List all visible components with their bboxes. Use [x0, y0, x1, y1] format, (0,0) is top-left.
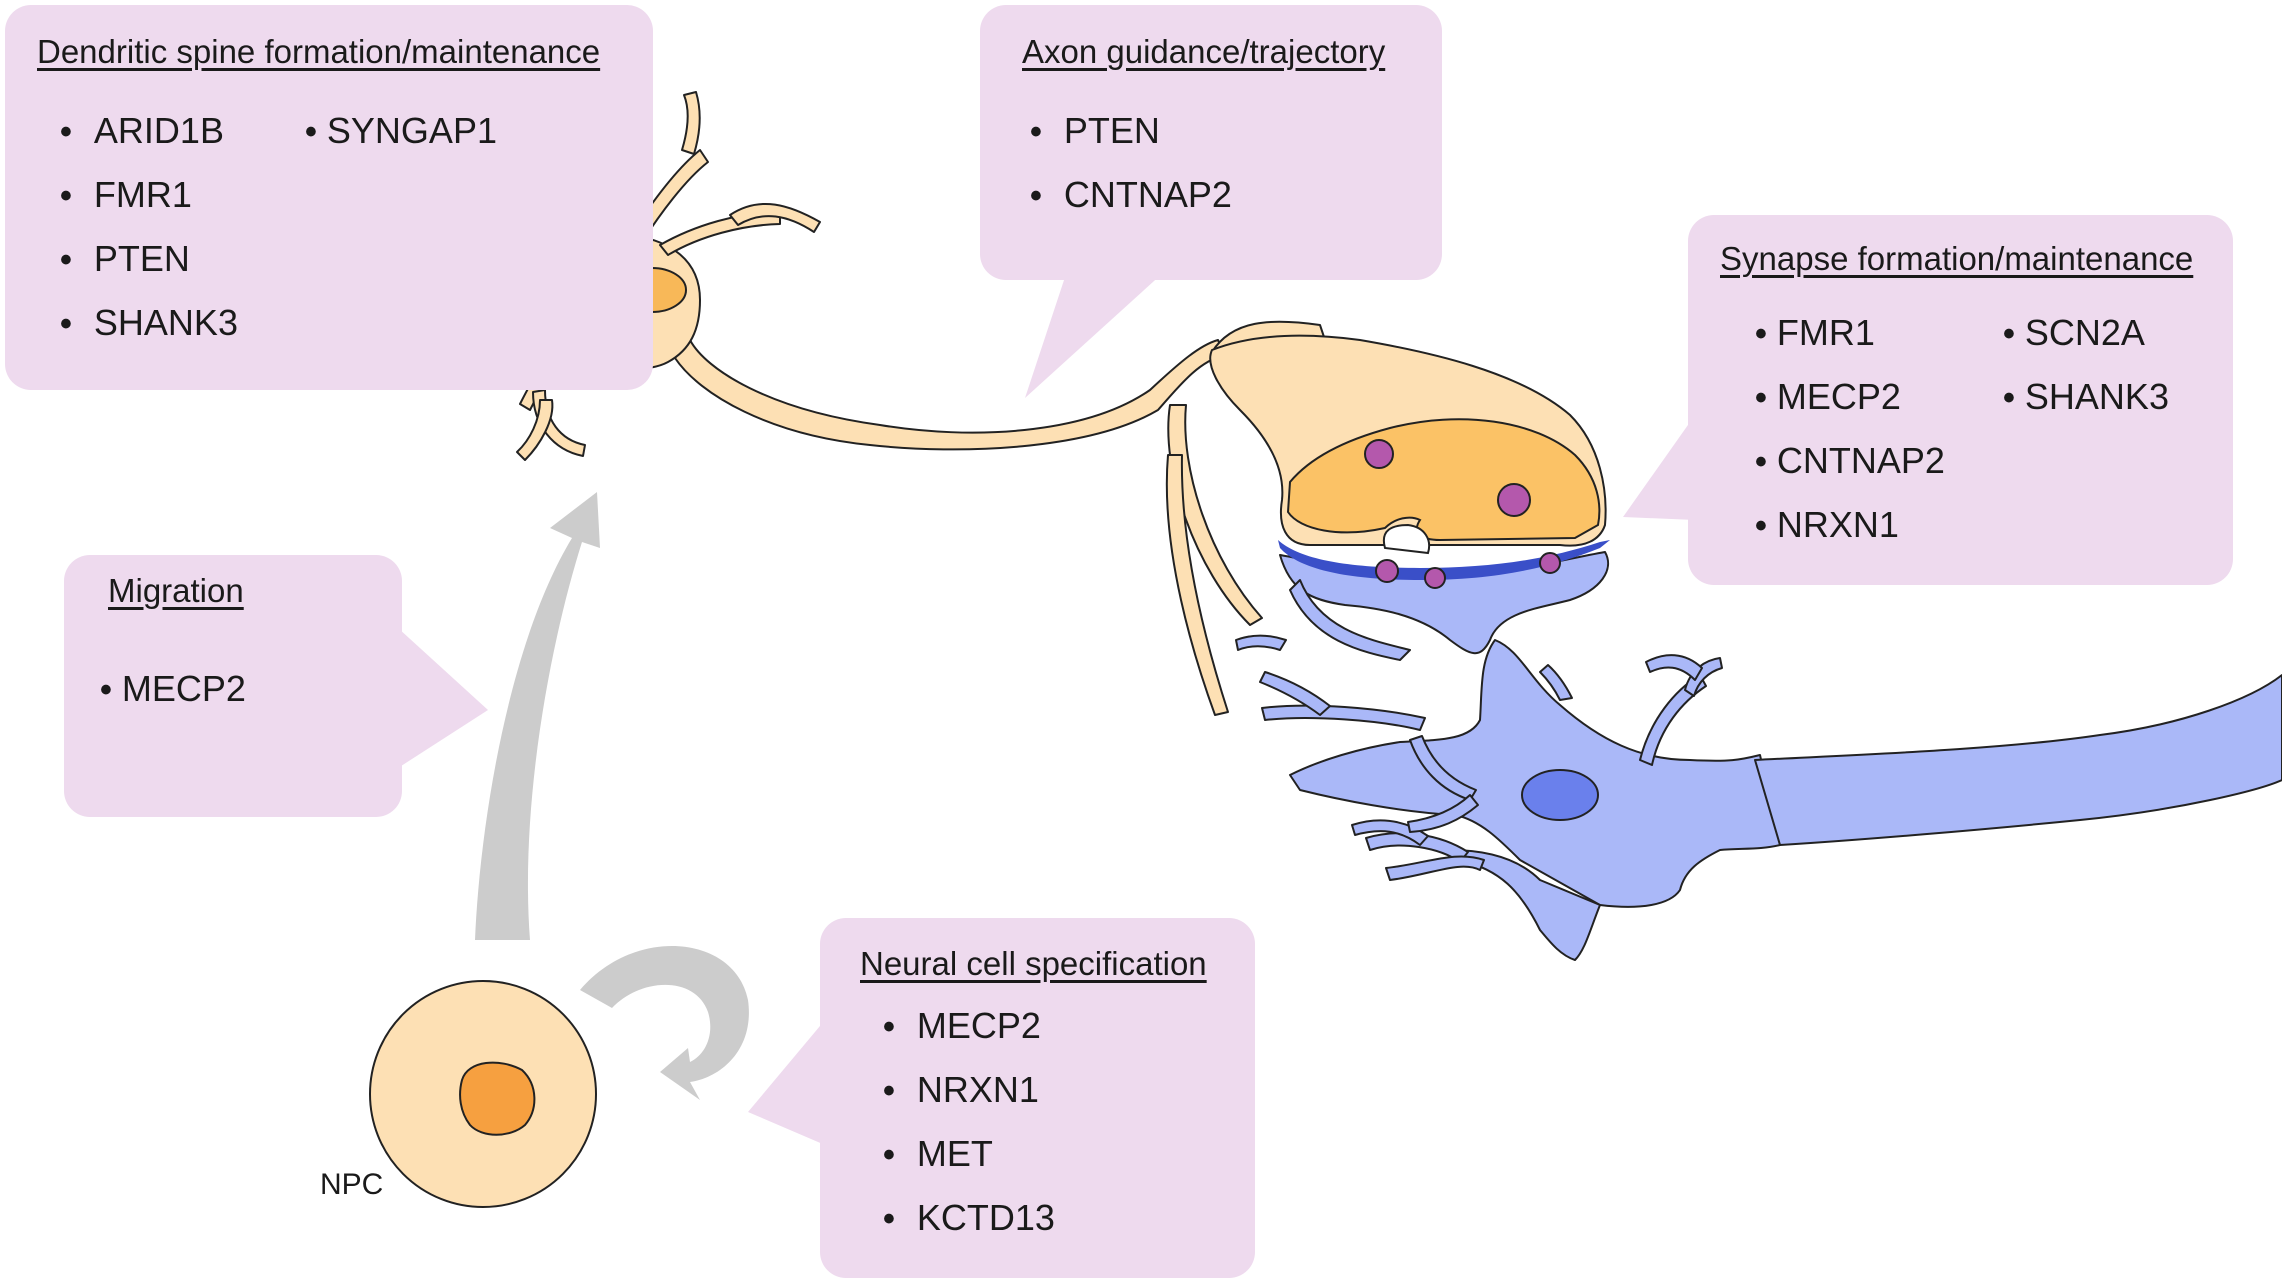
- migration-box: [64, 555, 402, 817]
- gene-item: •FMR1: [1755, 312, 1875, 353]
- npc-nucleus: [459, 1061, 536, 1136]
- dendritic-spine-title: Dendritic spine formation/maintenance: [37, 33, 601, 70]
- synaptic-vesicle: [1539, 552, 1561, 574]
- vesicle-release-pocket: [1382, 523, 1430, 555]
- gene-item: •NRXN1: [883, 1069, 1039, 1110]
- synaptic-vesicle: [1364, 439, 1394, 469]
- synapse-title: Synapse formation/maintenance: [1720, 240, 2194, 277]
- postsynaptic-nucleus: [1521, 769, 1599, 821]
- self-renewal-arrow: [580, 945, 749, 1100]
- gene-item: •CNTNAP2: [1755, 440, 1945, 481]
- gene-item: •KCTD13: [883, 1197, 1055, 1238]
- gene-item: •ARID1B: [60, 110, 224, 151]
- gene-item: •PTEN: [1030, 110, 1160, 151]
- gene-item: •SYNGAP1: [305, 110, 497, 151]
- axon-callout-tail: [1025, 262, 1175, 398]
- postsynaptic-neuron: [1235, 551, 2282, 961]
- postsynaptic-density: [1278, 540, 1610, 580]
- synapse-box: [1688, 215, 2233, 585]
- synaptic-vesicle: [1497, 483, 1531, 517]
- gene-item: •FMR1: [60, 174, 192, 215]
- gene-item: •PTEN: [60, 238, 190, 279]
- migration-arrow: [475, 492, 600, 940]
- specification-box: [820, 918, 1255, 1278]
- npc-label: NPC: [320, 1168, 384, 1201]
- migration-title: Migration: [108, 572, 244, 609]
- gene-item: •MET: [883, 1133, 993, 1174]
- specification-callout-tail: [748, 1020, 825, 1145]
- gene-item: •NRXN1: [1755, 504, 1899, 545]
- gene-item: •MECP2: [100, 668, 246, 709]
- gene-item: •CNTNAP2: [1030, 174, 1232, 215]
- gene-item: •SHANK3: [2003, 376, 2169, 417]
- gene-item: •MECP2: [1755, 376, 1901, 417]
- gene-item: •SHANK3: [60, 302, 238, 343]
- specification-title: Neural cell specification: [860, 945, 1207, 982]
- synapse-callout-tail: [1623, 415, 1695, 520]
- axon-guidance-title: Axon guidance/trajectory: [1022, 33, 1386, 70]
- axon-guidance-box: [980, 5, 1442, 280]
- dendritic-spine-box: [5, 5, 653, 390]
- gene-item: •SCN2A: [2003, 312, 2145, 353]
- synaptic-vesicle: [1375, 559, 1399, 583]
- gene-item: •MECP2: [883, 1005, 1041, 1046]
- migration-callout-tail: [398, 628, 488, 768]
- synaptic-vesicle: [1424, 567, 1446, 589]
